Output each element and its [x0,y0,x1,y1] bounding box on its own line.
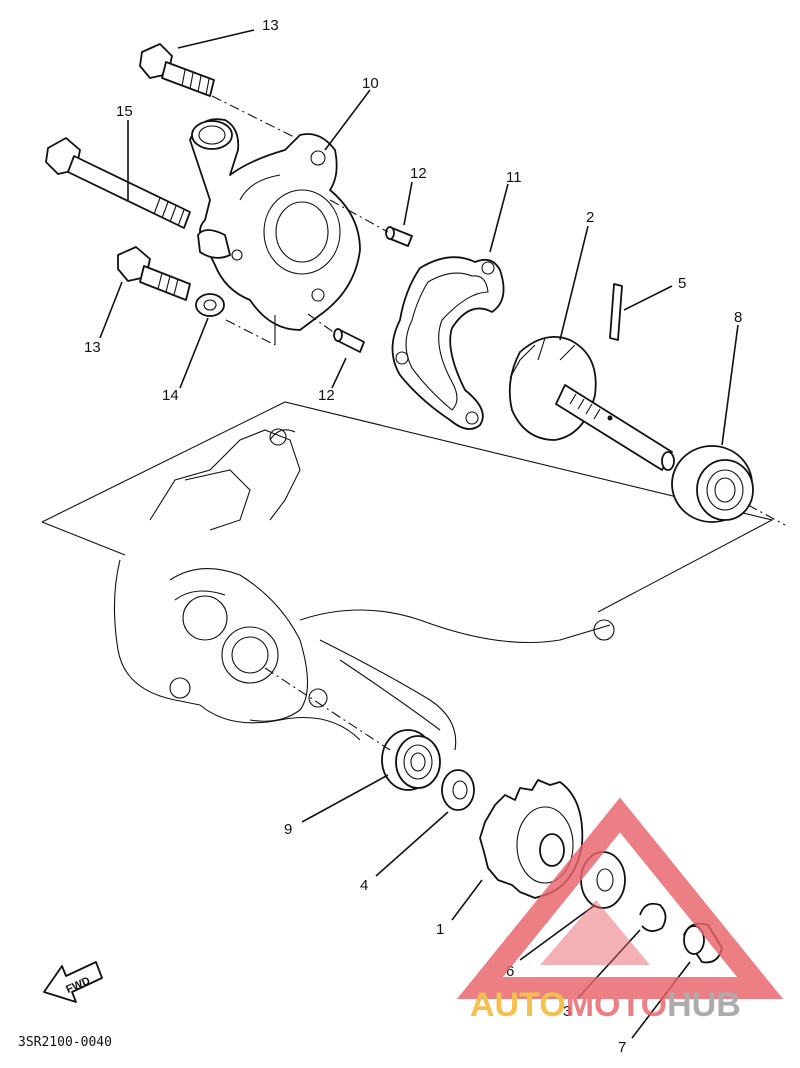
watermark-moto: MOTO [566,986,667,1024]
dowel-pin-12-upper [385,226,413,247]
bolt-15 [45,137,191,229]
callout-7: 7 [618,1039,626,1056]
washer-4 [441,769,475,811]
callout-13-lower: 13 [84,339,101,356]
fwd-arrow: FWD [43,961,103,1003]
diagram-code: 3SR2100-0040 [18,1035,112,1050]
impeller-shaft-2 [508,336,675,471]
pump-housing [189,118,361,331]
bolt-13-lower [117,246,191,301]
callout-14: 14 [162,387,179,404]
watermark-logo: AUTOMOTOHUB [456,797,784,1024]
callout-6: 6 [506,963,514,980]
callout-3: 3 [563,1003,571,1020]
crankcase-outline [41,401,774,751]
callout-11: 11 [506,169,522,186]
watermark-auto: AUTO [470,986,566,1024]
circlip-3 [639,902,667,932]
callout-9: 9 [284,821,292,838]
callout-8: 8 [734,309,742,326]
callout-12-upper: 12 [410,165,427,182]
gear-1 [479,779,584,899]
callout-10: 10 [362,75,379,92]
washer-14 [195,293,225,317]
watermark-hub: HUB [667,986,741,1024]
callout-1: 1 [436,921,444,938]
callout-12-lower: 12 [318,387,335,404]
callout-2: 2 [586,209,594,226]
callout-4: 4 [360,877,368,894]
gasket-11 [391,256,505,430]
bolt-13-top [139,43,215,97]
callout-13-top: 13 [262,17,279,34]
callout-15: 15 [116,103,133,120]
bearing-8 [671,445,754,523]
bearing-9 [381,729,441,791]
dowel-pin-12-lower [333,328,365,353]
watermark-text: AUTOMOTOHUB [470,986,741,1024]
pin-5 [609,283,623,341]
callout-5: 5 [678,275,686,292]
callout-labels: 13 10 15 12 11 2 5 8 13 14 12 9 4 1 6 3 … [84,17,742,1056]
